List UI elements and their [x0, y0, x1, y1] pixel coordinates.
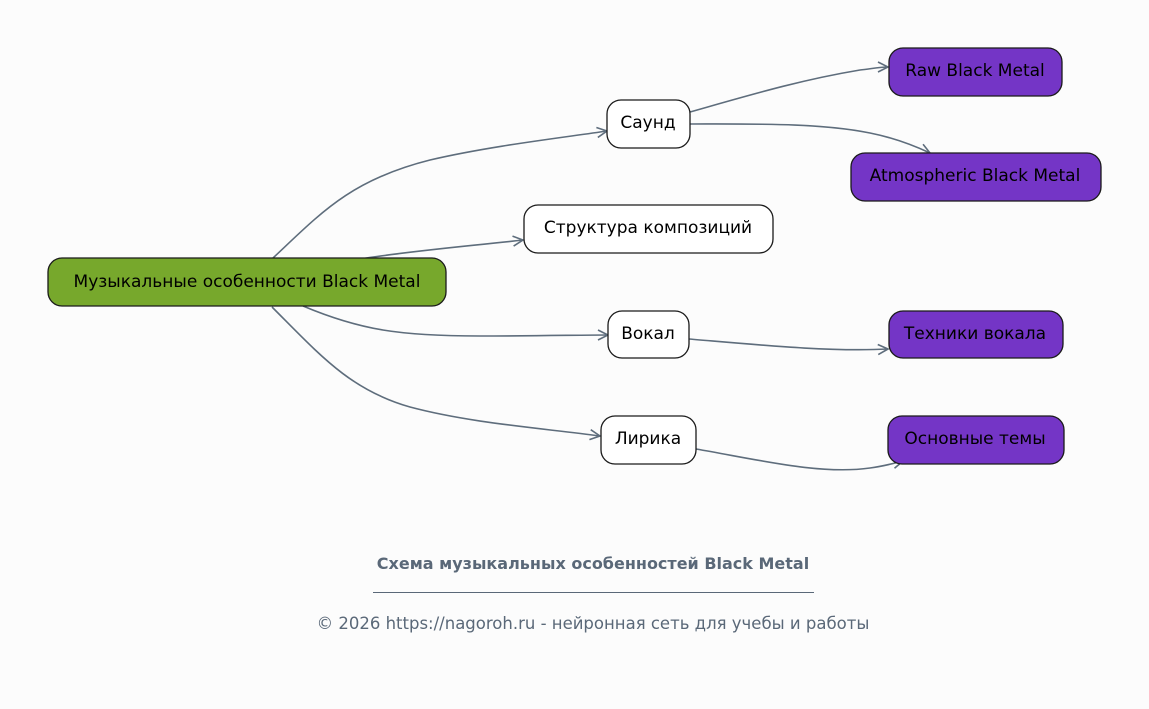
node-vocal-techniques[interactable]: Техники вокала [888, 310, 1064, 359]
diagram-caption-footer: © 2026 https://nagoroh.ru - нейронная се… [316, 614, 870, 633]
node-atmospheric-black-metal[interactable]: Atmospheric Black Metal [850, 152, 1102, 202]
node-root[interactable]: Музыкальные особенности Black Metal [47, 257, 447, 307]
node-sound[interactable]: Саунд [606, 99, 691, 149]
node-vocal[interactable]: Вокал [607, 310, 690, 359]
caption-divider [373, 592, 814, 593]
node-vocal-label: Вокал [621, 324, 675, 344]
edge-sound-to-atmo [689, 123, 930, 153]
node-structure-label: Структура композиций [544, 218, 752, 238]
node-main-themes-label: Основные темы [904, 429, 1045, 449]
edge-root-to-vocal [302, 305, 608, 336]
edge-root-to-lyrics [271, 306, 600, 436]
edge-root-to-sound [272, 131, 607, 259]
node-raw-black-metal-label: Raw Black Metal [905, 61, 1045, 81]
node-vocal-techniques-label: Техники вокала [903, 324, 1046, 344]
node-lyrics[interactable]: Лирика [600, 415, 697, 465]
node-atmospheric-black-metal-label: Atmospheric Black Metal [870, 166, 1081, 186]
node-sound-label: Саунд [620, 113, 675, 133]
edge-root-to-structure [359, 240, 523, 260]
edge-vocal-to-vocal-tech [688, 338, 888, 350]
node-lyrics-label: Лирика [615, 429, 681, 449]
edges [271, 67, 930, 471]
edge-lyrics-to-themes [695, 448, 903, 471]
node-root-label: Музыкальные особенности Black Metal [74, 272, 421, 292]
node-main-themes[interactable]: Основные темы [887, 415, 1065, 465]
node-structure[interactable]: Структура композиций [523, 204, 774, 254]
diagram-caption-title: Схема музыкальных особенностей Black Met… [376, 554, 810, 573]
node-raw-black-metal[interactable]: Raw Black Metal [888, 47, 1063, 97]
edge-sound-to-raw [689, 67, 888, 113]
